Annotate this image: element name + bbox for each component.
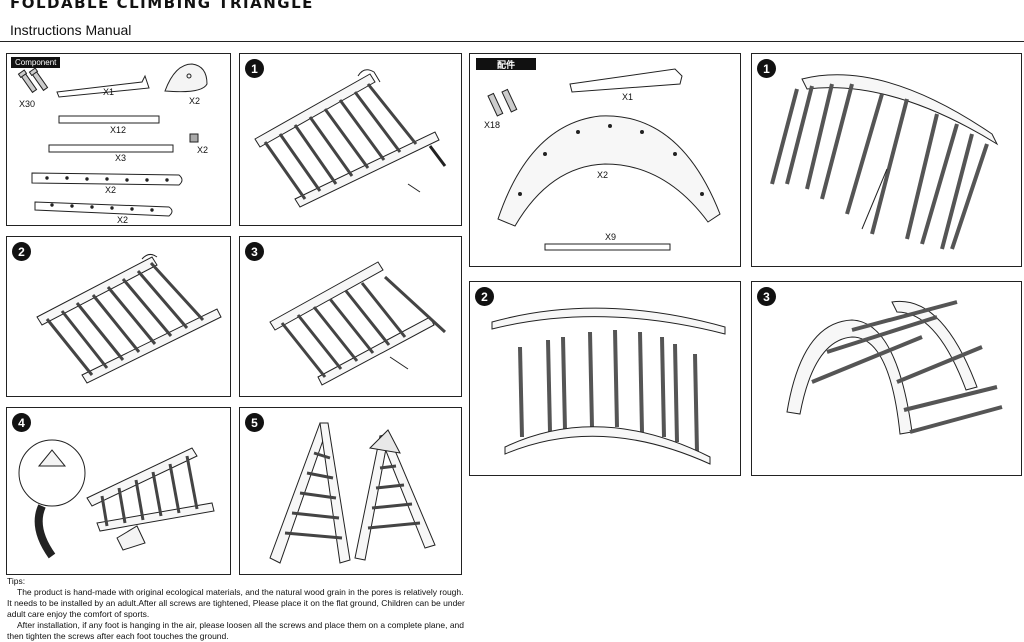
component-tag: 配件 bbox=[476, 58, 536, 70]
part-label-long-bar: X12 bbox=[110, 125, 127, 135]
tips-title: Tips: bbox=[7, 576, 26, 586]
header-divider bbox=[0, 41, 1024, 42]
part-label-screws: X18 bbox=[484, 120, 501, 130]
left-step-1-panel: 1 bbox=[239, 53, 462, 226]
step-badge: 2 bbox=[12, 242, 31, 261]
right-step-2-panel: 2 bbox=[469, 281, 741, 476]
part-label-knob: X2 bbox=[197, 145, 209, 155]
component-tag: Component bbox=[11, 57, 61, 68]
arch-bridge-illustration bbox=[786, 300, 1003, 435]
component-panel-right: 配件 X18 X1 X2 X9 bbox=[469, 53, 741, 267]
tips-paragraph-1: The product is hand-made with original e… bbox=[7, 587, 465, 619]
step-badge: 3 bbox=[757, 287, 776, 306]
manual-title: FOLDABLE CLIMBING TRIANGLE bbox=[10, 0, 314, 12]
part-label-rail-2: X2 bbox=[117, 215, 129, 225]
left-step-4-panel: 4 bbox=[6, 407, 231, 575]
arch-assembly-illustration bbox=[770, 74, 999, 250]
arch-assembly-illustration bbox=[491, 307, 726, 465]
folding-illustration bbox=[18, 439, 215, 559]
right-step-1-panel: 1 bbox=[751, 53, 1022, 267]
ladder-illustration bbox=[36, 253, 222, 384]
part-label-hex-key: X1 bbox=[103, 87, 115, 97]
part-label-bar: X3 bbox=[115, 153, 127, 163]
part-label-hex-key: X1 bbox=[622, 92, 634, 102]
step-badge: 4 bbox=[12, 413, 31, 432]
ladder-illustration bbox=[269, 261, 447, 386]
step-badge: 3 bbox=[245, 242, 264, 261]
triangle-illustration bbox=[269, 422, 436, 564]
step-badge: 1 bbox=[245, 59, 264, 78]
ladder-illustration bbox=[254, 69, 447, 208]
step-badge: 1 bbox=[757, 59, 776, 78]
part-label-rods: X9 bbox=[605, 232, 617, 242]
step-badge: 5 bbox=[245, 413, 264, 432]
left-step-3-panel: 3 bbox=[239, 236, 462, 397]
tips-paragraph-2: After installation, if any foot is hangi… bbox=[7, 620, 464, 641]
part-label-plate: X2 bbox=[189, 96, 201, 106]
right-step-3-panel: 3 bbox=[751, 281, 1022, 476]
left-step-5-panel: 5 bbox=[239, 407, 462, 575]
step-badge: 2 bbox=[475, 287, 494, 306]
part-label-arch: X2 bbox=[597, 170, 609, 180]
part-label-rail-1: X2 bbox=[105, 185, 117, 195]
tips-text: The product is hand-made with original e… bbox=[7, 587, 467, 642]
component-panel: Component X30 X1 X2 X12 X2 X3 bbox=[6, 53, 231, 226]
left-step-2-panel: 2 bbox=[6, 236, 231, 397]
part-label-screws: X30 bbox=[19, 99, 36, 109]
manual-subtitle: Instructions Manual bbox=[10, 22, 132, 38]
component-illustration bbox=[487, 68, 721, 251]
component-illustration bbox=[17, 63, 208, 217]
